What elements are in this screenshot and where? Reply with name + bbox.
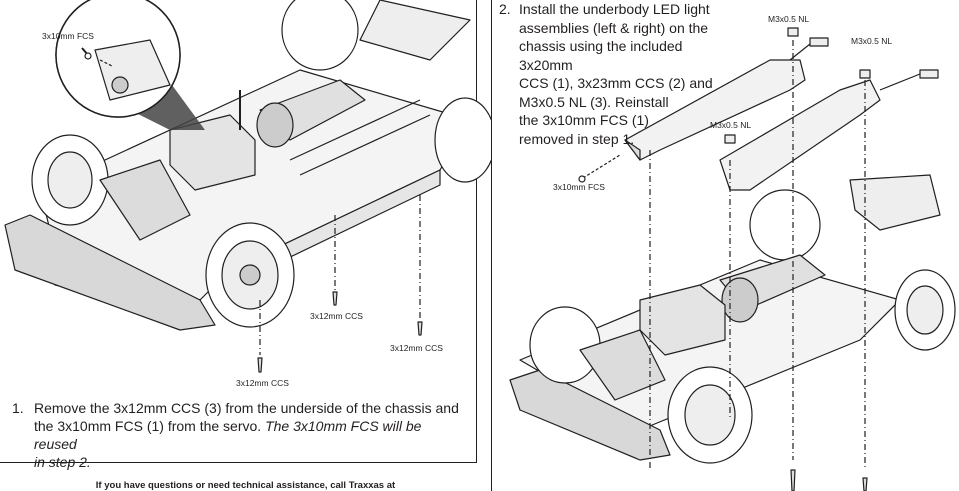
step2-instructions: 2. Install the underbody LED light assem… [499,0,739,148]
step2-line: removed in step 1. [519,130,635,147]
step1-line2: the 3x10mm FCS (1) from the servo. [34,418,262,434]
callout-ccs-b: 3x12mm CCS [390,343,443,353]
step1-panel [0,0,477,463]
callout-fcs-top: 3x10mm FCS [42,31,94,41]
step2-line: assemblies (left & right) on the [519,19,709,36]
step1-line1: Remove the 3x12mm CCS (3) from the under… [34,400,459,416]
step1-instructions: 1. Remove the 3x12mm CCS (3) from the un… [12,399,462,471]
step1-italic-note2: in step 2. [34,454,91,470]
callout-ccs-c: 3x12mm CCS [236,378,289,388]
step2-line: Install the underbody LED light [519,1,710,17]
step1-chassis-illustration: 3x10mm FCS 3x12mm CCS 3x12mm CCS 3x12mm … [4,0,491,388]
step2-line: the 3x10mm FCS (1) [519,112,649,128]
support-footer: If you have questions or need technical … [95,480,396,491]
step1-number: 1. [12,400,24,416]
step2-line: chassis using the included 3x20mm [519,38,683,73]
step2-line: M3x0.5 NL (3). Reinstall [519,93,669,110]
step2-number: 2. [499,1,511,17]
callout-ccs-a: 3x12mm CCS [310,311,363,321]
step2-panel [491,0,959,491]
step2-line: CCS (1), 3x23mm CCS (2) and [519,75,713,91]
step1-italic-note: The 3x10mm FCS will be reused [34,418,422,452]
